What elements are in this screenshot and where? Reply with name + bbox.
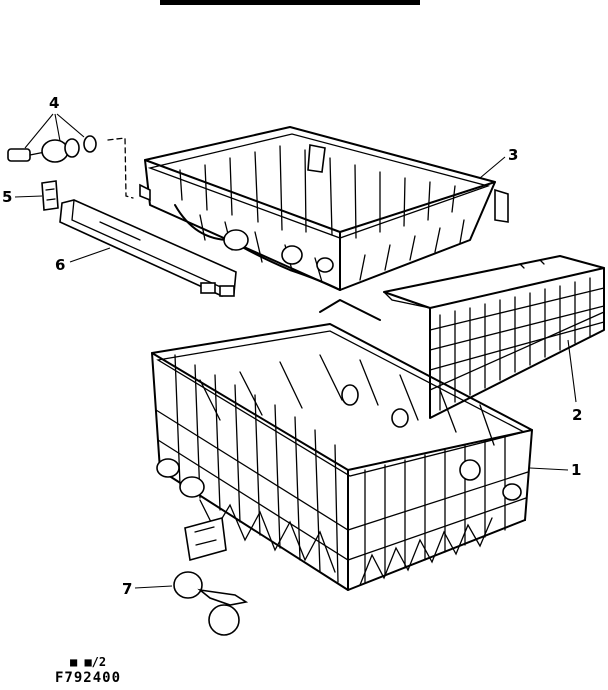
callout-6: 6 <box>55 256 65 274</box>
rail-clip <box>41 180 59 211</box>
cropped-title-remnant <box>160 0 420 5</box>
silverware-basket <box>383 255 605 419</box>
lower-roller-and-bracket <box>173 516 249 636</box>
callout-4: 4 <box>49 94 59 112</box>
roller-axle-assembly <box>7 135 134 199</box>
callout-3: 3 <box>508 146 518 164</box>
callout-2: 2 <box>572 406 582 424</box>
lower-rack <box>151 299 533 591</box>
rack-rail <box>59 199 237 297</box>
callout-1: 1 <box>571 461 581 479</box>
page-mark: ■ ■/2 <box>70 655 107 669</box>
callout-3-leader <box>479 156 506 179</box>
callout-4-leaders <box>24 113 85 149</box>
figure-code: F792400 <box>55 670 122 686</box>
upper-rack <box>139 126 509 291</box>
callout-7: 7 <box>122 580 132 598</box>
callout-2-leader <box>567 339 577 403</box>
callout-6-leader <box>69 247 111 263</box>
callout-7-leader <box>134 585 173 589</box>
callout-5: 5 <box>2 188 12 206</box>
callout-1-leader <box>529 467 569 471</box>
callout-5-leader <box>14 195 43 198</box>
